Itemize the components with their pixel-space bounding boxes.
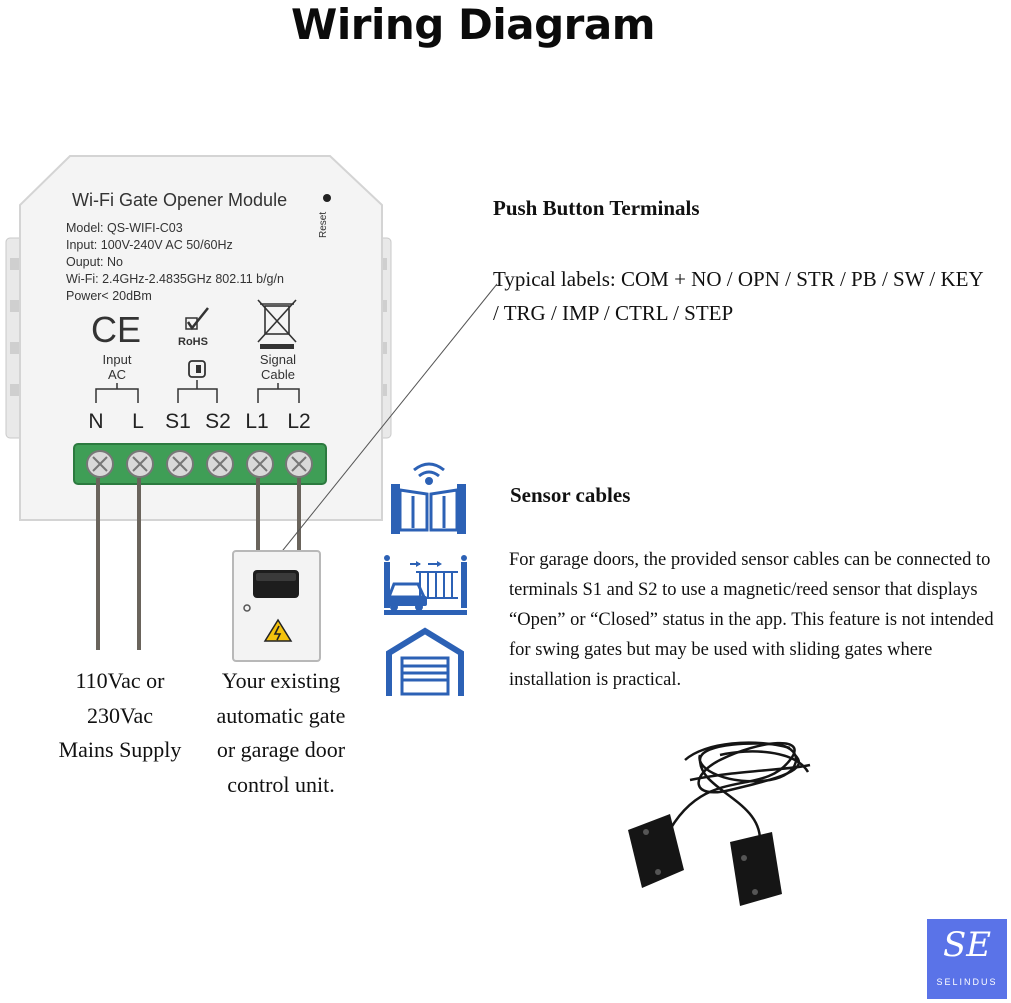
module-spec-input: Input: 100V-240V AC 50/60Hz	[66, 238, 233, 252]
terminal-l2-label: L2	[287, 410, 311, 433]
terminal-screws	[86, 450, 313, 478]
cable-label: Cable	[261, 367, 295, 382]
terminal-l1-label: L1	[245, 410, 269, 433]
logo-monogram: SE	[942, 925, 992, 965]
input-label: Input	[102, 352, 132, 367]
module-body	[19, 155, 383, 521]
control-caption-line: or garage door	[216, 737, 346, 762]
signal-port-icon	[188, 360, 206, 378]
module-spec-model: Model: QS-WIFI-C03	[66, 221, 183, 235]
signal-cable-label: Signal Cable	[250, 352, 306, 382]
control-caption-line: control unit.	[227, 771, 335, 797]
module-spec-output: Ouput: No	[66, 255, 123, 269]
terminal-n-label: N	[88, 410, 104, 433]
ce-mark: CE	[91, 309, 142, 350]
control-unit-caption: Your existing automatic gate or garage d…	[196, 664, 366, 802]
weee-bin-icon	[257, 299, 297, 349]
control-box-icon	[232, 550, 321, 662]
sensor-cables-heading: Sensor cables	[510, 483, 631, 507]
signal-label: Signal	[259, 352, 297, 367]
module-spec-wifi: Wi-Fi: 2.4GHz-2.4835GHz 802.11 b/g/n	[66, 272, 284, 286]
mains-caption-line: Mains Supply	[58, 737, 182, 762]
wifi-swing-gate-icon	[391, 462, 466, 534]
ac-label: AC	[107, 367, 127, 382]
wires	[96, 478, 301, 650]
mains-caption-line: 110Vac or	[75, 668, 165, 693]
rohs-mark: RoHS	[178, 336, 208, 348]
warning-icon	[263, 618, 293, 642]
page-title: Wiring Diagram	[291, 0, 655, 49]
garage-door-icon	[386, 627, 464, 696]
sensor-cables-image	[628, 741, 811, 906]
terminal-s2-label: S2	[205, 410, 231, 433]
pointer-line	[274, 283, 498, 561]
reset-label: Reset	[318, 211, 329, 238]
terminal-s1-label: S1	[165, 410, 191, 433]
rohs-check-icon	[185, 307, 209, 331]
input-ac-label: Input AC	[92, 352, 142, 382]
terminal-brackets	[95, 380, 300, 403]
control-caption-line: automatic gate	[216, 702, 346, 728]
mains-caption-line: 230Vac	[87, 702, 153, 728]
module-spec-power: Power< 20dBm	[66, 289, 152, 303]
reset-button-dot	[323, 194, 331, 202]
sensor-cables-text: For garage doors, the provided sensor ca…	[509, 550, 994, 690]
mains-supply-caption: 110Vac or 230Vac Mains Supply	[40, 664, 200, 768]
push-button-text: Typical labels: COM + NO / OPN / STR / P…	[493, 267, 983, 325]
sliding-gate-car-icon	[384, 555, 467, 615]
brand-logo: SE SELINDUS	[927, 919, 1007, 999]
control-caption-line: Your existing	[221, 668, 341, 693]
push-button-heading: Push Button Terminals	[493, 196, 700, 220]
module-name: Wi-Fi Gate Opener Module	[72, 190, 288, 210]
terminal-l-label: L	[132, 410, 144, 433]
logo-name: SELINDUS	[936, 977, 998, 987]
